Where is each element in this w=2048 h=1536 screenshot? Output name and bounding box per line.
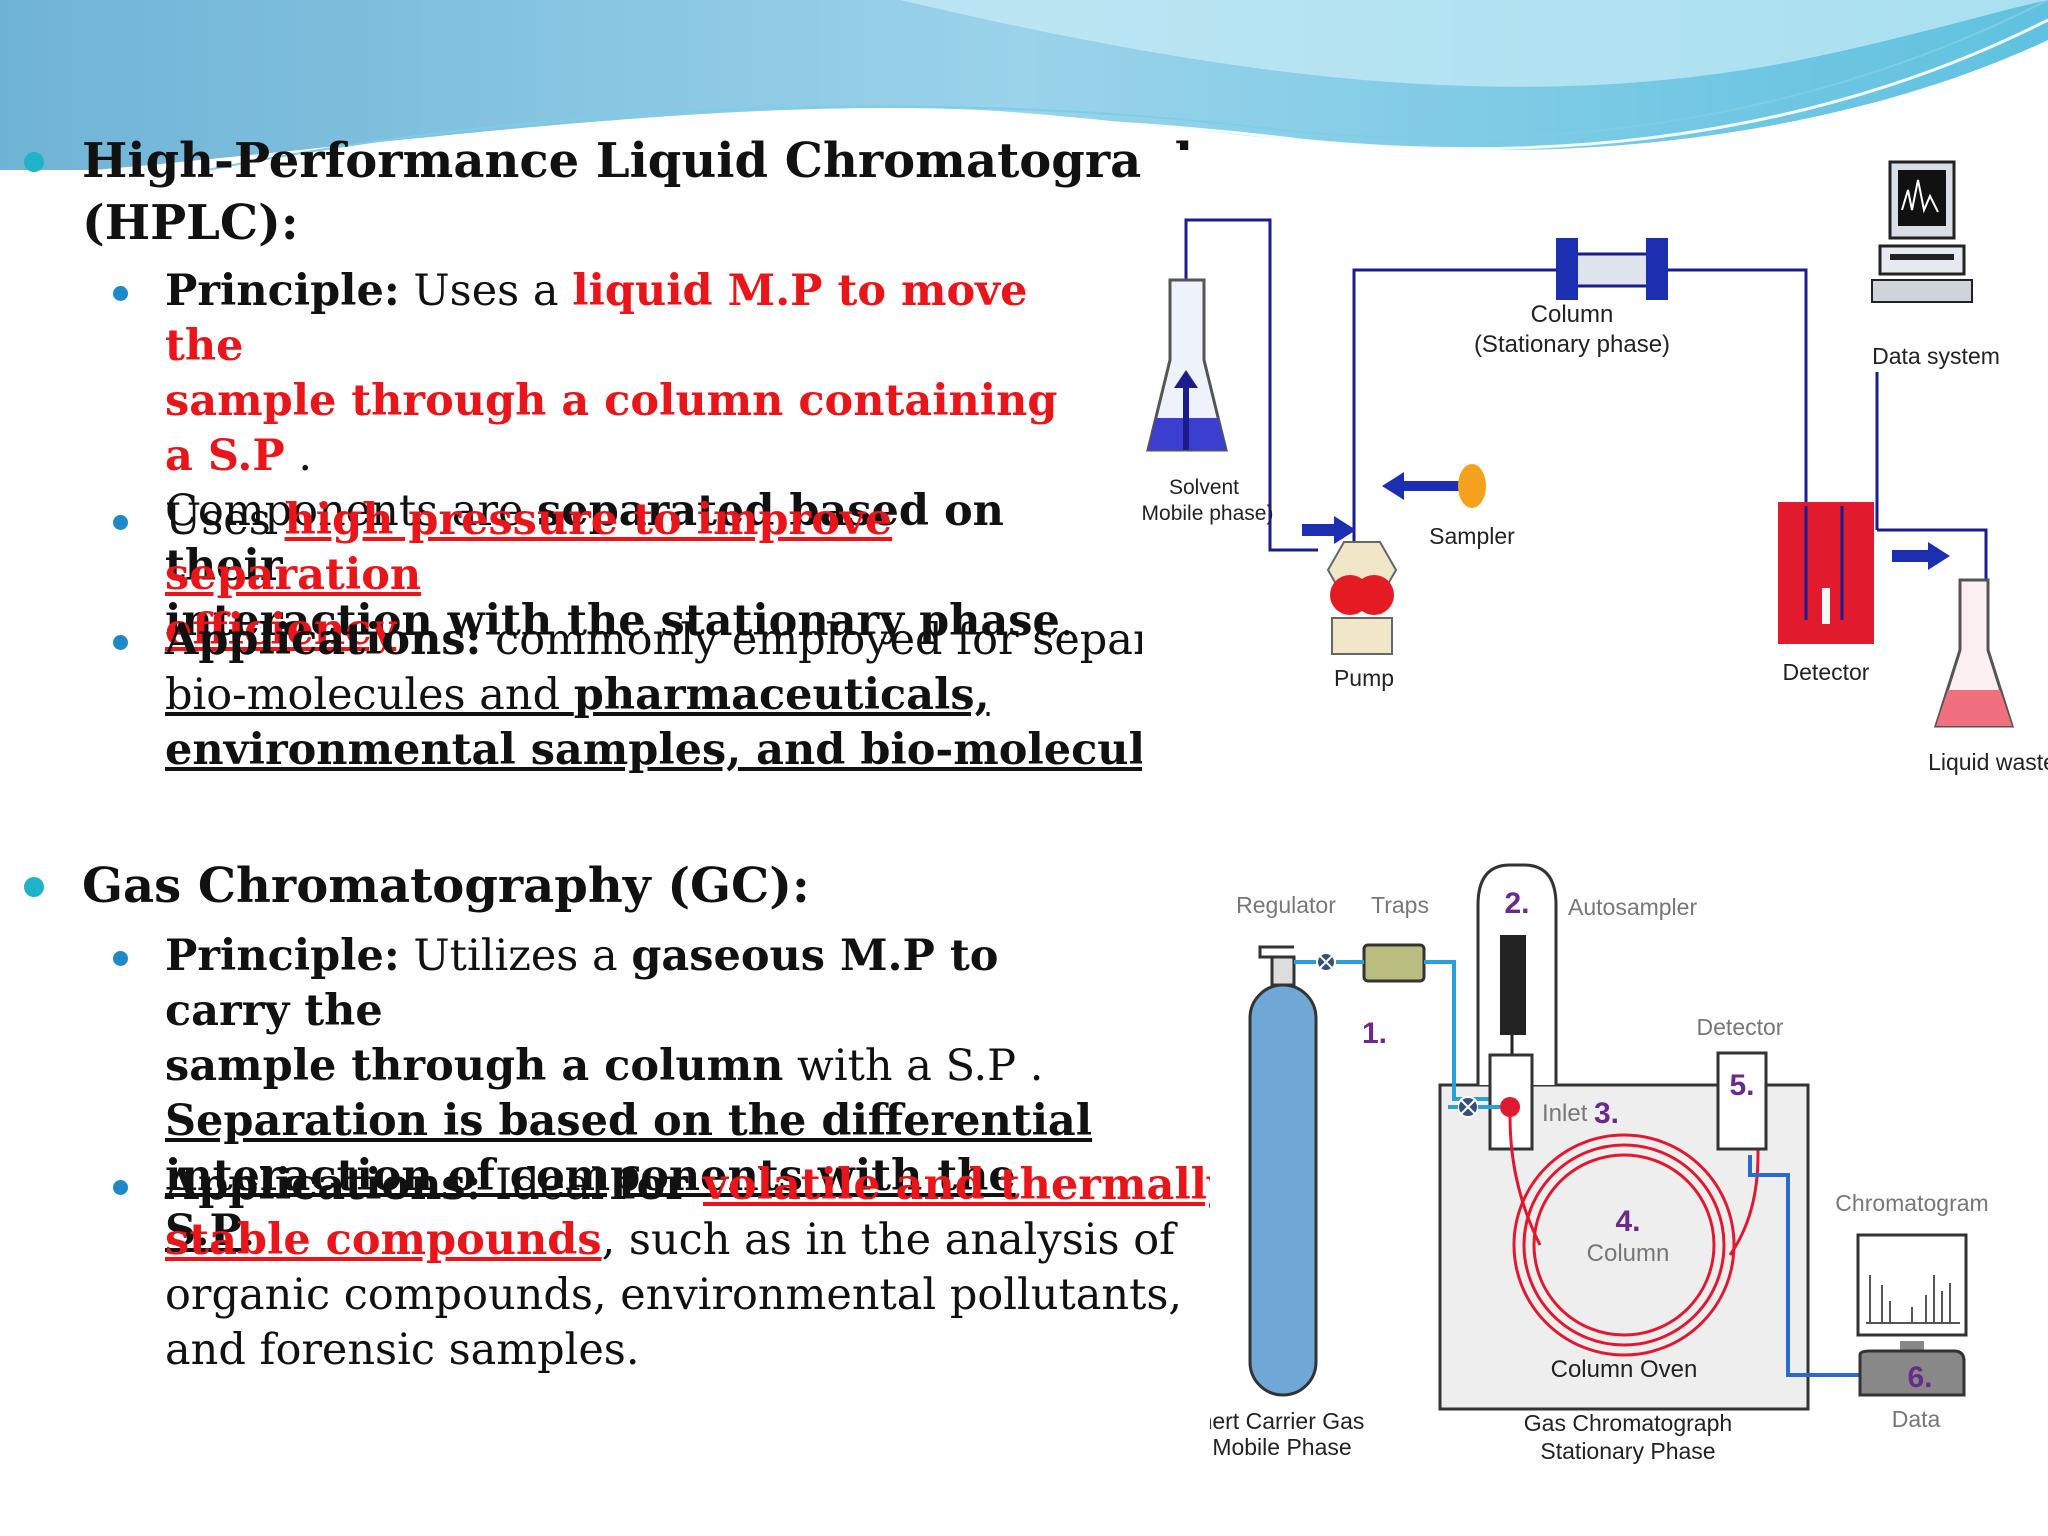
column-oven-label: Column Oven	[1551, 1356, 1698, 1383]
column-label: Column	[1531, 301, 1614, 328]
gc-detector-icon	[1716, 1051, 1768, 1151]
hplc-title: High-Performance Liquid Chromatography (…	[82, 133, 1238, 251]
column-label: Column	[1587, 1240, 1670, 1267]
gc-detector-label: Detector	[1697, 1014, 1784, 1040]
gc-applications-text: Applications: Ideal for volatile and the…	[165, 1160, 1232, 1375]
gc-principle-text: Principle: Utilizes a gaseous M.P to car…	[165, 931, 1093, 1256]
liquid-waste-label: Liquid waste	[1928, 749, 2048, 775]
solvent-label: Solvent	[1169, 476, 1239, 499]
step-5-label: 5.	[1729, 1069, 1754, 1102]
solvent-label-2: (Mobile phase)	[1142, 502, 1273, 525]
pump-label: Pump	[1334, 665, 1394, 691]
regulator-valve-icon	[1294, 952, 1336, 972]
gc-column-coil	[1508, 1105, 1760, 1357]
liquid-waste-flask-icon	[1933, 578, 2015, 728]
data-terminal-icon	[1858, 1341, 1966, 1397]
header-wave-decoration	[0, 0, 2048, 170]
chromatogram-label: Chromatogram	[1835, 1190, 1988, 1216]
column-icon	[1556, 238, 1668, 300]
step-3-label: 3.	[1594, 1097, 1619, 1130]
chromatogram-icon	[1856, 1233, 1968, 1337]
hplc-pressure-bullet	[113, 515, 128, 530]
gc-bullet	[24, 877, 44, 897]
detector-icon	[1778, 502, 1874, 644]
autosampler-label: Autosampler	[1568, 894, 1697, 920]
data-system-icon	[1871, 160, 1973, 303]
carrier-gas-label: nert Carrier Gas	[1210, 1408, 1364, 1434]
data-system-label: Data system	[1872, 343, 2000, 369]
gc-diagram: Regulator Traps 1. 2. Autosampler Inlet …	[1210, 855, 2048, 1475]
hplc-bullet	[24, 152, 44, 172]
traps-label: Traps	[1371, 892, 1429, 918]
data-label: Data	[1892, 1406, 1941, 1432]
hplc-diagram: Solvent (Mobile phase) Pump Sampler Colu…	[1142, 150, 2048, 790]
gas-cylinder-icon	[1248, 945, 1318, 1397]
carrier-gas-label-2: Mobile Phase	[1212, 1434, 1351, 1460]
regulator-label: Regulator	[1236, 892, 1336, 918]
autosampler-icon	[1476, 863, 1558, 1085]
hplc-pressure-text: Uses high pressure to improve separation…	[165, 495, 893, 655]
hplc-applications-text: Applications: commonly employed for sepa…	[165, 615, 1266, 775]
hplc-principle-text: Principle: Uses a liquid M.P to move the…	[165, 266, 1074, 646]
step-4-label: 4.	[1615, 1205, 1640, 1238]
gc-applications-bullet	[113, 1180, 128, 1195]
hplc-applications-bullet	[113, 635, 128, 650]
gas-chromatograph-label: Gas Chromatograph	[1524, 1410, 1732, 1436]
solvent-flask-icon	[1146, 278, 1228, 452]
step-1-label: 1.	[1362, 1017, 1387, 1050]
traps-icon	[1362, 943, 1426, 983]
inlet-valve-icon	[1457, 1096, 1479, 1118]
detector-label: Detector	[1783, 659, 1870, 685]
gc-principle-bullet	[113, 951, 128, 966]
hplc-principle-bullet	[113, 286, 128, 301]
sampler-label: Sampler	[1429, 523, 1515, 549]
sampler-icon	[1382, 464, 1486, 508]
inlet-label: Inlet	[1542, 1100, 1588, 1127]
pump-icon	[1326, 541, 1398, 655]
step-6-label: 6.	[1907, 1361, 1932, 1394]
stationary-phase-label: Stationary Phase	[1540, 1438, 1715, 1464]
step-2-label: 2.	[1504, 887, 1529, 920]
column-label-2: (Stationary phase)	[1474, 331, 1670, 358]
gc-title: Gas Chromatography (GC):	[82, 858, 810, 914]
